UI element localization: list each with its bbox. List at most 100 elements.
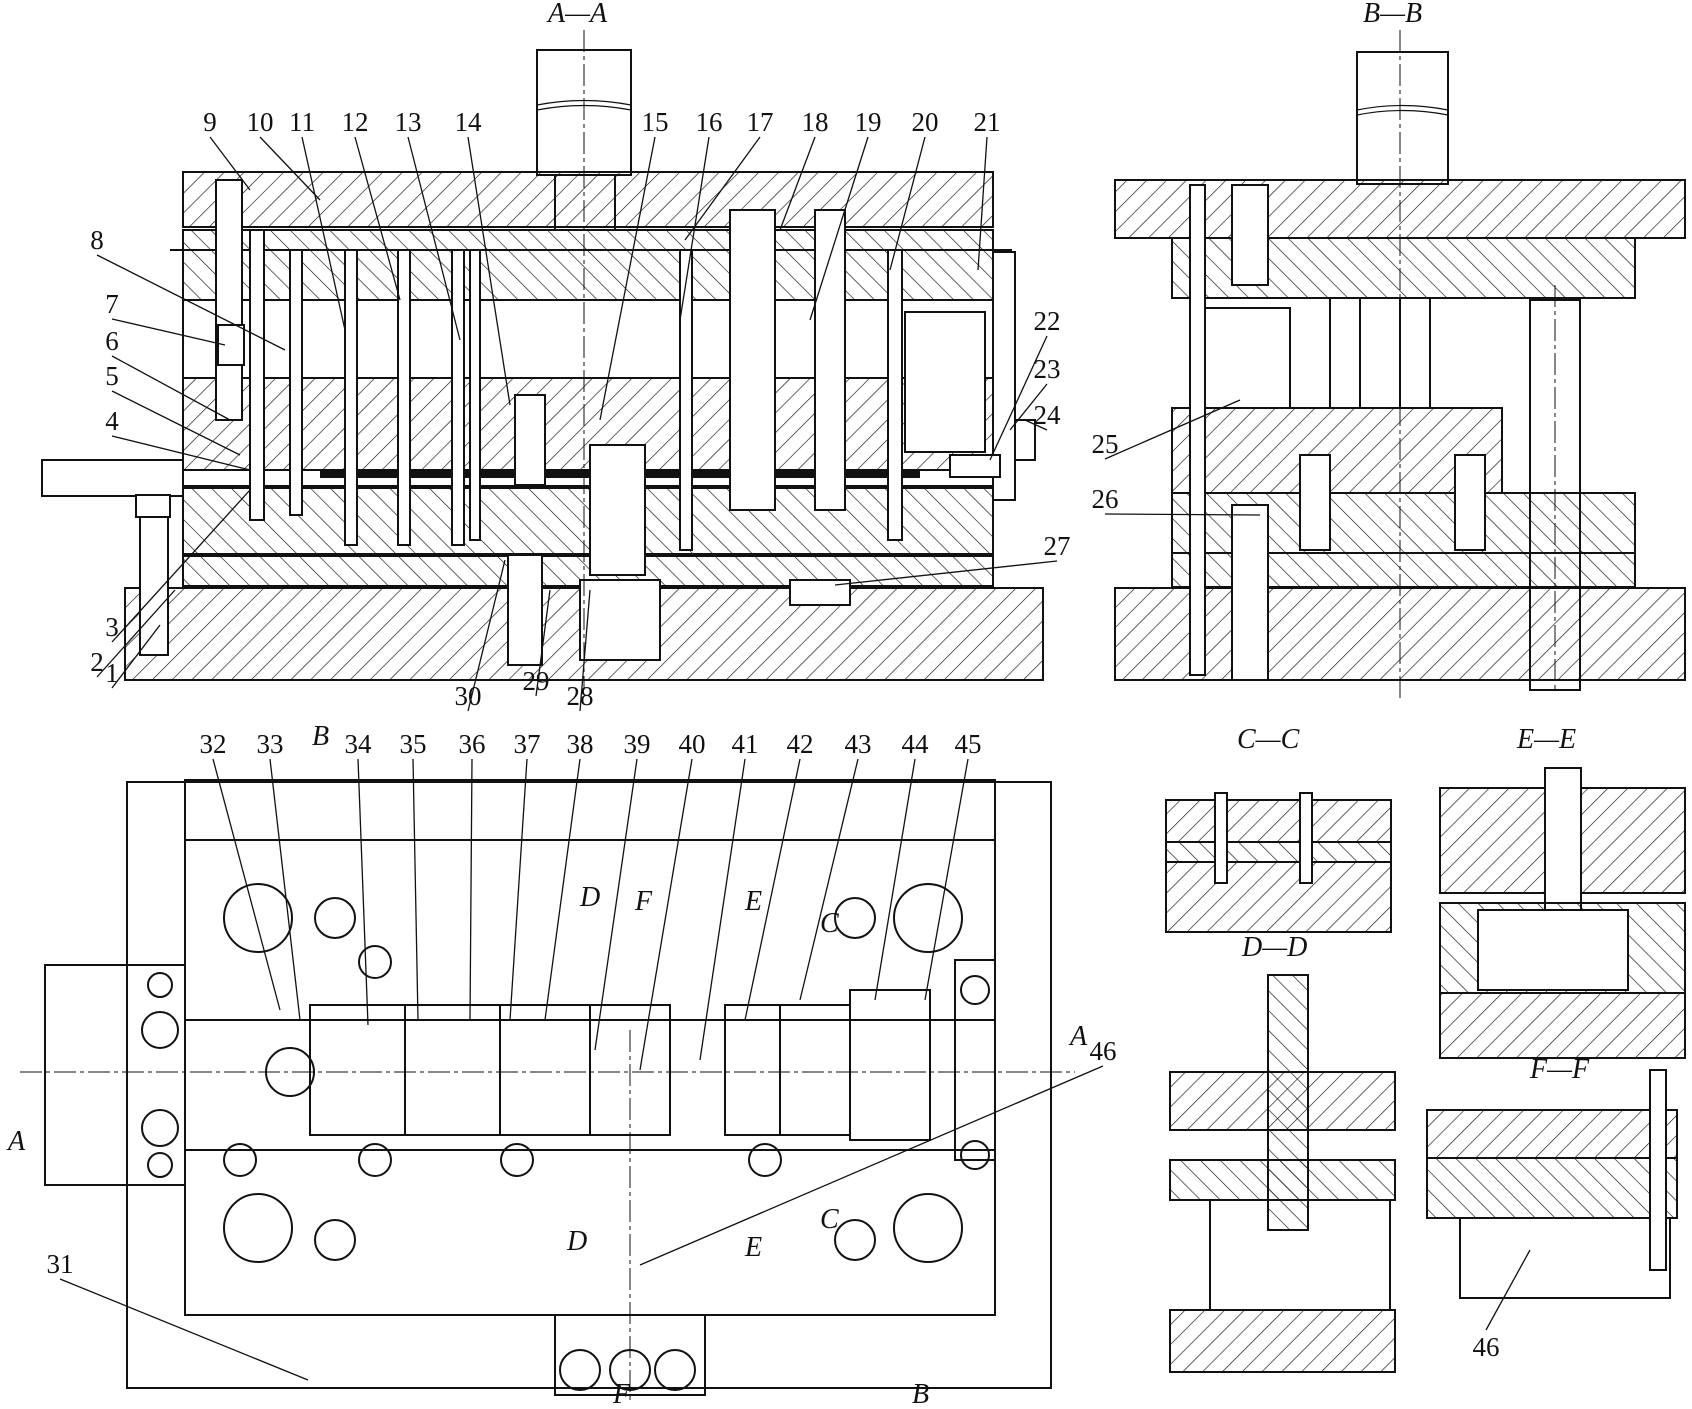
leader-line (977, 136, 988, 271)
side-block (949, 454, 1001, 478)
leader-line (509, 758, 528, 1021)
part-number: 10 (247, 107, 274, 137)
section-ee-title: E—E (1516, 724, 1576, 755)
leader-line (779, 136, 816, 231)
leader-line (111, 435, 251, 471)
section-bb-title: B—B (1363, 0, 1422, 29)
punch (469, 249, 481, 541)
punch (397, 249, 411, 546)
center-punch (589, 444, 646, 576)
leader-line (111, 489, 251, 643)
lower-pocket (579, 579, 661, 661)
part-number: 34 (345, 729, 373, 759)
cut-plane-letter: B (312, 721, 329, 752)
leader-line (111, 390, 241, 456)
part-number: 17 (747, 107, 774, 137)
leader-line (579, 589, 591, 712)
part-number: 7 (105, 289, 119, 319)
part-number: 28 (567, 681, 594, 711)
section-cc-title: C—C (1237, 724, 1300, 755)
cam-block (904, 311, 986, 453)
part-number: 35 (400, 729, 427, 759)
leader-line (209, 136, 251, 191)
station (724, 1004, 781, 1136)
station (499, 1004, 591, 1136)
leader-line (269, 758, 301, 1021)
stripper-plate (182, 377, 994, 471)
upper-die-base (182, 171, 994, 228)
punch (451, 249, 465, 546)
part-number: 25 (1092, 429, 1119, 459)
leader-line (212, 758, 281, 1011)
part-number: 46 (1473, 1332, 1500, 1362)
socket-screw (1231, 184, 1269, 286)
leader-line (412, 758, 419, 1021)
part-number: 16 (696, 107, 723, 137)
leader-line (699, 758, 746, 1061)
cut-plane-letter: E (744, 1232, 762, 1263)
leader-line (1009, 383, 1048, 431)
part-number: 41 (732, 729, 759, 759)
leader-line (544, 758, 581, 1021)
part-number: 20 (912, 107, 939, 137)
part-number: 26 (1092, 484, 1119, 514)
station (849, 989, 931, 1141)
leader-line (924, 758, 969, 1001)
part-number: 19 (855, 107, 882, 137)
leader-line (1104, 399, 1241, 460)
spring-housing (217, 324, 245, 366)
guide-bushing (893, 1193, 963, 1263)
die-shank (1356, 51, 1449, 185)
part-number: 46 (1090, 1036, 1117, 1066)
screw (1454, 454, 1486, 551)
side-bracket-plan (954, 959, 996, 1161)
leader-line (594, 758, 638, 1051)
part-number: 27 (1044, 531, 1071, 561)
part-number: 36 (459, 729, 486, 759)
guide-bushing (223, 1193, 293, 1263)
punch (289, 249, 303, 516)
cut-plane-letter: F (634, 886, 653, 917)
part-number: 29 (523, 666, 550, 696)
part-number: 45 (955, 729, 982, 759)
section-dd-title: D—D (1241, 932, 1307, 963)
punch (887, 249, 903, 541)
part-number: 24 (1034, 400, 1062, 430)
section-aa-view: A—A (41, 0, 1044, 690)
part-number: 5 (105, 361, 119, 391)
leader-line (799, 758, 859, 1001)
part-number: 33 (257, 729, 284, 759)
leader-line (407, 136, 461, 341)
part-number: 18 (802, 107, 829, 137)
cut-plane-letter: D (579, 882, 600, 913)
section-ff-view: F—F (1426, 1054, 1678, 1299)
cut-plane-letter: F (612, 1379, 631, 1409)
leader-line (111, 355, 231, 421)
leader-line (301, 136, 346, 331)
section-ff-title: F—F (1529, 1054, 1590, 1085)
stripper-bolt (215, 179, 243, 421)
leader-line (96, 254, 286, 351)
screw (139, 494, 169, 656)
leader-line (874, 758, 916, 1001)
cut-plane-letter: C (820, 908, 839, 939)
screw (1299, 454, 1331, 551)
leader-line (96, 589, 176, 678)
feed-guide (41, 459, 184, 497)
section-ee-view: E—E (1439, 724, 1686, 1059)
leader-line (467, 559, 506, 712)
part-number: 21 (974, 107, 1001, 137)
guide-bushing (223, 883, 293, 953)
cut-plane-letter: D (566, 1226, 587, 1257)
part-number: 2 (90, 647, 104, 677)
punch (249, 229, 265, 521)
leader-line (684, 136, 761, 241)
guide-post (814, 209, 846, 511)
leader-line (467, 136, 511, 406)
leader-line (1485, 1249, 1531, 1331)
section-bb-view: B—B (1114, 0, 1686, 700)
part-number: 42 (787, 729, 814, 759)
punch-holder-plate (182, 229, 994, 301)
part-number: 32 (200, 729, 227, 759)
spring-block (1199, 307, 1291, 409)
